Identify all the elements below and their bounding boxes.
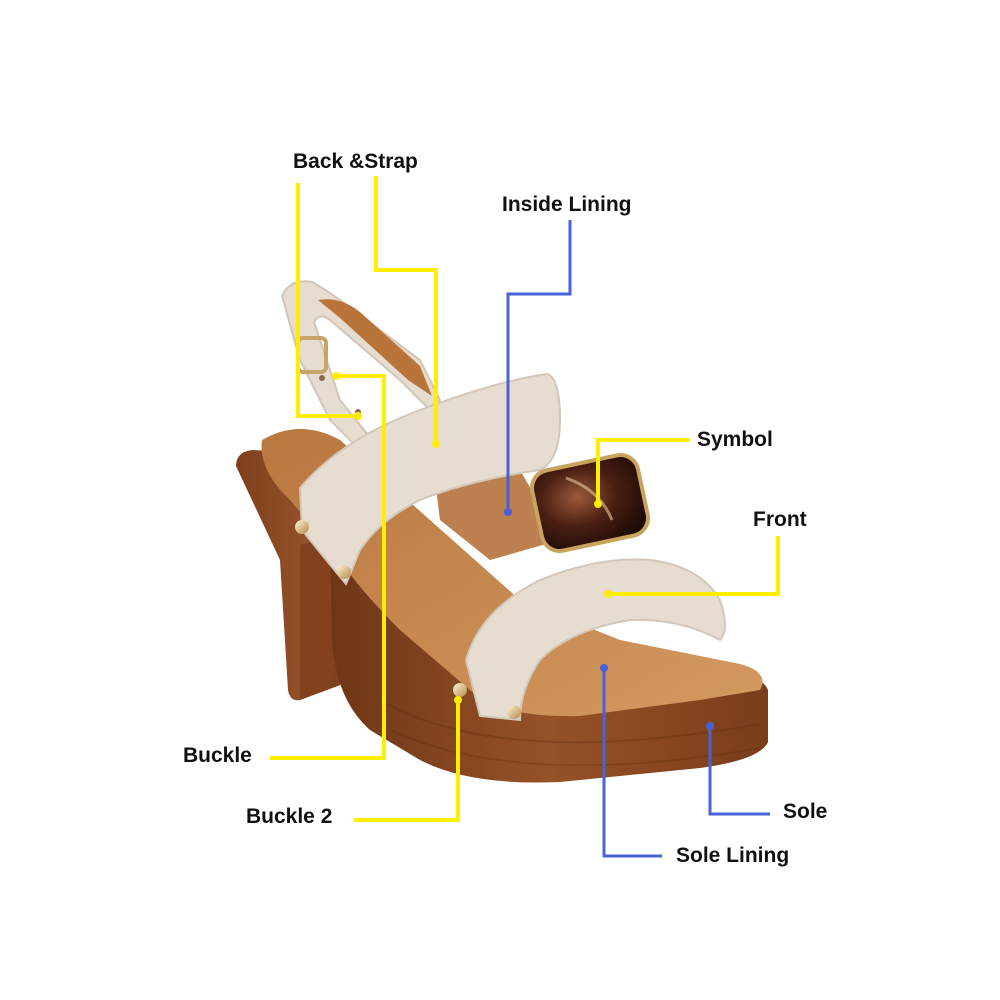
gem-sheen: [565, 476, 614, 521]
callout-line-sole: [708, 726, 770, 816]
stud: [453, 683, 467, 697]
label-symbol: Symbol: [697, 428, 773, 451]
callout-line-back-strap-a: [296, 183, 358, 418]
wood-grain: [379, 699, 761, 744]
stud: [507, 705, 521, 719]
front-band: [464, 558, 726, 722]
callout-line-buckle-2: [354, 700, 460, 822]
callout-line-buckle: [270, 374, 386, 760]
callout-dot: [354, 412, 362, 420]
strap-hole: [319, 375, 325, 381]
label-buckle: Buckle: [183, 744, 252, 767]
callout-dot: [454, 696, 462, 704]
label-sole-lining: Sole Lining: [676, 844, 790, 867]
wood-grain: [389, 729, 761, 767]
callout-line-inside-lining: [506, 220, 572, 512]
label-buckle-2: Buckle 2: [246, 805, 333, 828]
callout-dot: [504, 508, 512, 516]
callout-lines-blue: [506, 220, 770, 858]
platform-sole: [330, 533, 768, 783]
label-sole: Sole: [783, 800, 828, 823]
stud: [337, 565, 351, 579]
callout-line-back-strap-b: [374, 176, 438, 444]
callout-line-sole-lining: [602, 668, 662, 858]
callout-line-front: [608, 536, 780, 596]
label-inside-lining: Inside Lining: [502, 193, 632, 216]
back-strap-lining: [318, 299, 432, 396]
callout-dot: [600, 664, 608, 672]
rear-band: [298, 372, 562, 586]
callout-dot: [706, 722, 714, 730]
gem-ornament: [530, 453, 650, 553]
callout-dot: [332, 372, 340, 380]
label-back-strap: Back &Strap: [293, 150, 418, 173]
callout-dot: [594, 500, 602, 508]
callout-dot: [432, 440, 440, 448]
callout-lines-yellow: [270, 176, 780, 822]
callout-dot: [604, 590, 612, 598]
label-front: Front: [753, 508, 807, 531]
stud: [295, 520, 309, 534]
callout-line-symbol: [596, 438, 690, 504]
